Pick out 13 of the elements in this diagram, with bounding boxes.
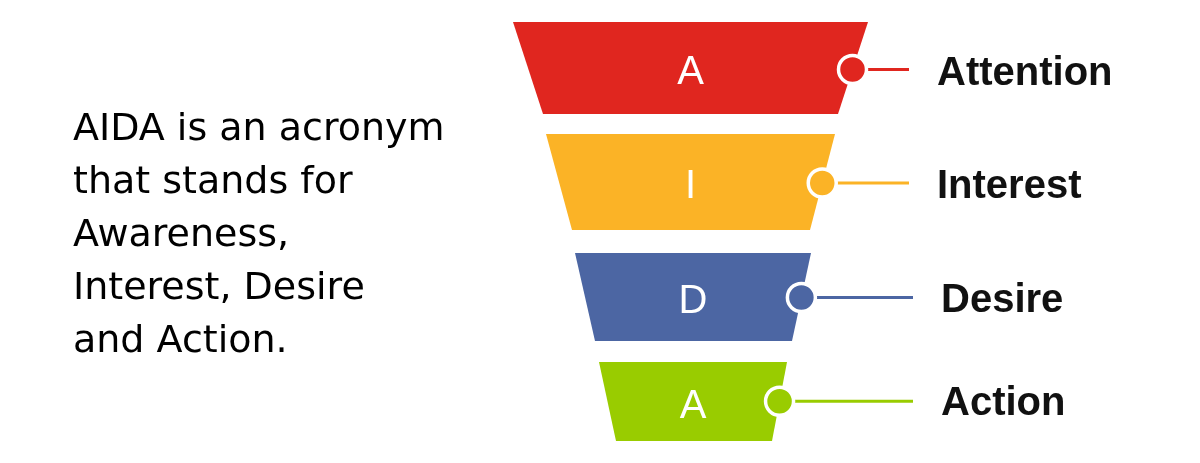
stage-label: Desire [941, 278, 1064, 318]
intro-paragraph: AIDA is an acronym that stands for Awareness, Interest, Desire and Action. [73, 103, 446, 363]
segment-letter: I [684, 164, 697, 204]
connector-line [785, 281, 913, 314]
segment-letter: A [677, 50, 704, 90]
connector-line [806, 167, 909, 199]
connector-line [763, 385, 913, 417]
stage-label: Interest [937, 164, 1082, 204]
connector-line [836, 53, 909, 86]
segment-letter: A [679, 383, 707, 424]
segment-letter: D [678, 279, 708, 319]
stage-label: Action [941, 381, 1066, 421]
stage-label: Attention [937, 51, 1113, 91]
